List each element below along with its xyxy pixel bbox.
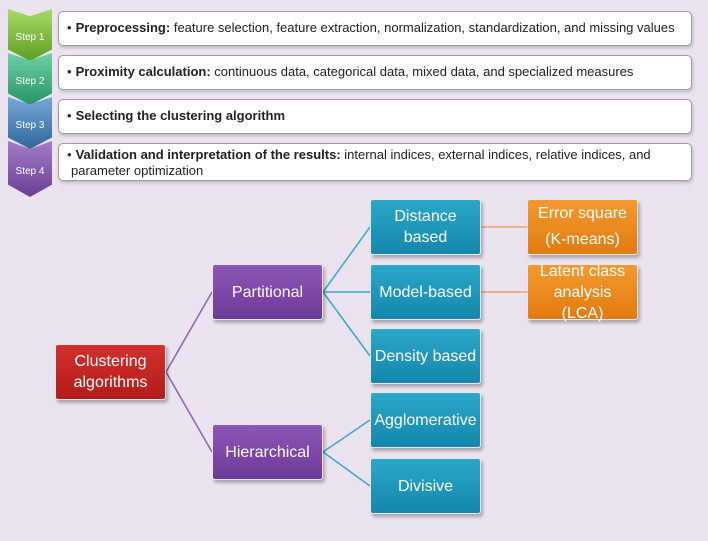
step-1-detail: feature selection, feature extraction, n…	[170, 20, 675, 35]
node-distance-based-label: Distance based	[394, 208, 457, 246]
step-4-bar: •Validation and interpretation of the re…	[58, 143, 692, 181]
node-latent-class: Latent class analysis (LCA)	[527, 263, 638, 322]
step-3-title: Selecting the clustering algorithm	[75, 108, 286, 123]
node-error-square-label: Error square	[538, 205, 627, 222]
node-density-based-label: Density based	[374, 347, 477, 365]
step-2-label: Step 2	[15, 75, 45, 87]
step-4-title: Validation and interpretation of the res…	[75, 147, 341, 162]
node-hierarchical-label: Hierarchical	[225, 443, 310, 461]
step-3-label: Step 3	[15, 119, 45, 131]
step-3-bar: •Selecting the clustering algorithm	[58, 99, 692, 134]
node-latent-class-label: Latent class analysis (LCA)	[539, 262, 626, 322]
link-partitional-density	[322, 291, 371, 357]
node-density-based: Density based	[370, 328, 481, 384]
step-4-chevron: Step 4	[8, 141, 52, 197]
node-clustering-algorithms: Clustering algorithms	[55, 344, 166, 400]
node-hierarchical: Hierarchical	[212, 424, 323, 480]
step-2-detail: continuous data, categorical data, mixed…	[210, 64, 634, 79]
step-2-bar: •Proximity calculation: continuous data,…	[58, 55, 692, 90]
link-root-partitional	[165, 291, 213, 373]
link-partitional-distance	[322, 226, 371, 293]
node-model-based: Model-based	[370, 264, 481, 320]
node-partitional: Partitional	[212, 264, 323, 320]
node-partitional-label: Partitional	[231, 283, 304, 301]
node-divisive-label: Divisive	[397, 477, 454, 495]
node-clustering-algorithms-label: Clustering algorithms	[73, 353, 148, 391]
step-1-label: Step 1	[15, 31, 45, 43]
step-2-chevron: Step 2	[8, 53, 52, 105]
node-agglomerative-label: Agglomerative	[374, 411, 477, 429]
node-error-square: Error square (K-means)	[527, 199, 638, 255]
step-1-chevron: Step 1	[8, 9, 52, 61]
step-4-detail: internal indices, external indices, rela…	[71, 147, 651, 178]
node-divisive: Divisive	[370, 458, 481, 514]
step-2-title: Proximity calculation:	[75, 64, 211, 79]
node-model-based-label: Model-based	[379, 283, 472, 301]
step-1-bar: •Preprocessing: feature selection, featu…	[58, 11, 692, 46]
step-4-label: Step 4	[15, 165, 45, 177]
link-root-hierarchical	[165, 371, 213, 453]
node-distance-based: Distance based	[370, 199, 481, 255]
node-kmeans-label: (K-means)	[545, 231, 620, 248]
step-3-chevron: Step 3	[8, 97, 52, 149]
link-hierarchical-divisive	[322, 451, 371, 487]
step-1-title: Preprocessing:	[75, 20, 171, 35]
link-hierarchical-agglomerative	[322, 419, 371, 453]
node-agglomerative: Agglomerative	[370, 392, 481, 448]
